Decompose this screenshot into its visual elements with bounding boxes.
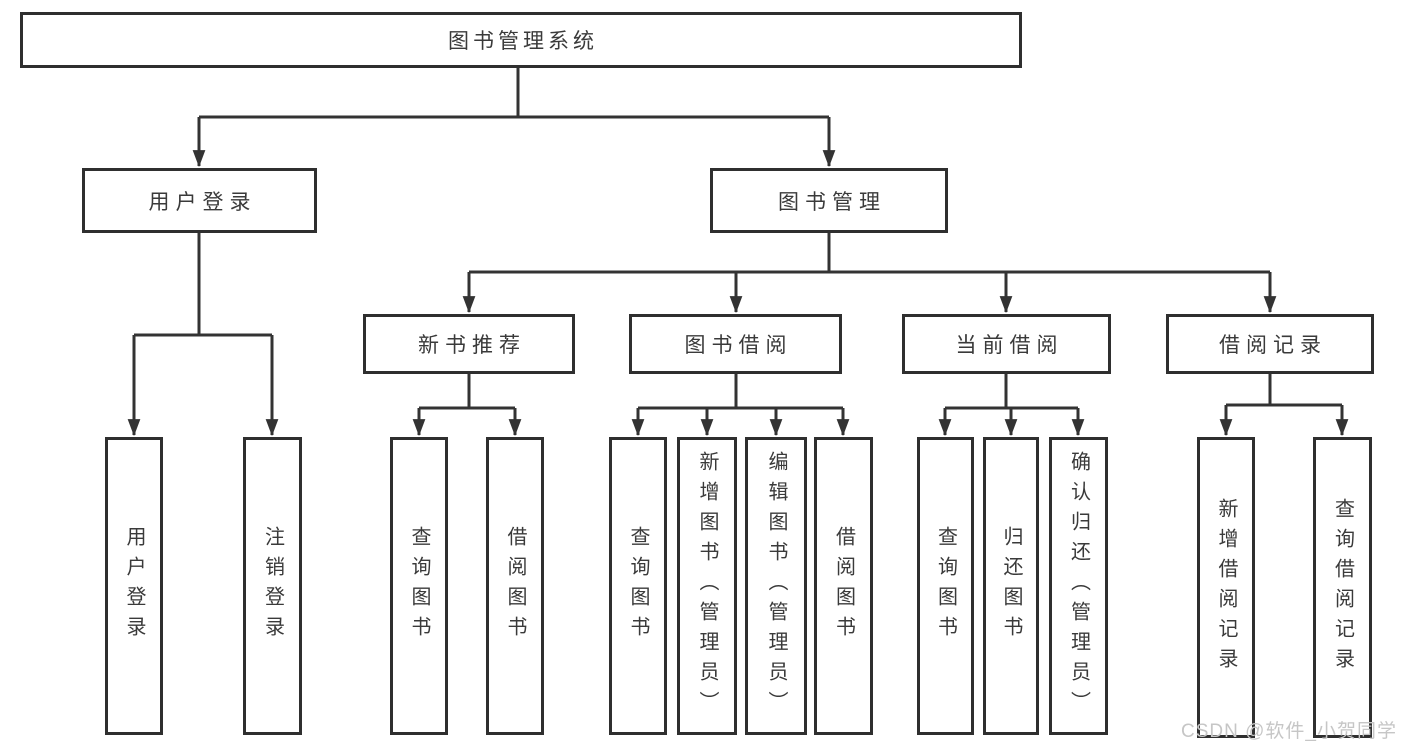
node-bb-query-book-label: 查询图书 <box>627 526 649 646</box>
node-bb-add-book: 新增图书（管理员） <box>677 437 737 735</box>
connector-current-borrow-children <box>938 374 1085 437</box>
node-borrow-record: 借阅记录 <box>1166 314 1374 374</box>
connector-book-management-children <box>462 233 1277 314</box>
node-logout-label: 注销登录 <box>261 526 284 646</box>
node-book-borrow-label: 图书借阅 <box>684 334 793 357</box>
connector-borrow-record-children <box>1219 374 1349 437</box>
csdn-watermark: CSDN @软件_小贺同学 <box>1181 721 1397 742</box>
node-current-borrow-label: 当前借阅 <box>955 334 1064 357</box>
node-login: 用户登录 <box>105 437 163 735</box>
node-borrow-record-label: 借阅记录 <box>1219 334 1327 357</box>
node-cb-return-book: 归还图书 <box>983 437 1039 735</box>
node-bb-edit-book-label: 编辑图书（管理员） <box>765 451 787 721</box>
node-bb-query-book: 查询图书 <box>609 437 667 735</box>
node-cb-confirm-return-label: 确认归还（管理员） <box>1067 451 1090 721</box>
node-nbr-borrow-book: 借阅图书 <box>486 437 544 735</box>
node-book-borrow: 图书借阅 <box>629 314 842 374</box>
node-cb-query-book: 查询图书 <box>917 437 974 735</box>
node-bb-borrow-book: 借阅图书 <box>814 437 873 735</box>
node-current-borrow: 当前借阅 <box>902 314 1111 374</box>
node-cb-confirm-return: 确认归还（管理员） <box>1049 437 1108 735</box>
node-nbr-query-book: 查询图书 <box>390 437 448 735</box>
node-bb-add-book-label: 新增图书（管理员） <box>696 451 718 721</box>
node-login-label: 用户登录 <box>123 526 145 646</box>
node-nbr-query-book-label: 查询图书 <box>408 526 430 646</box>
node-br-query-record: 查询借阅记录 <box>1313 437 1372 738</box>
node-bb-borrow-book-label: 借阅图书 <box>832 526 855 646</box>
node-br-add-record: 新增借阅记录 <box>1197 437 1255 738</box>
connector-book-borrow-children <box>631 374 850 437</box>
node-cb-query-book-label: 查询图书 <box>934 526 957 646</box>
node-nbr-borrow-book-label: 借阅图书 <box>504 526 526 646</box>
node-new-book-recommend-label: 新书推荐 <box>418 334 526 357</box>
node-br-add-record-label: 新增借阅记录 <box>1215 497 1237 678</box>
node-br-query-record-label: 查询借阅记录 <box>1331 497 1354 678</box>
node-root: 图书管理系统 <box>20 12 1022 68</box>
connector-root-to-level2 <box>192 68 836 168</box>
node-bb-edit-book: 编辑图书（管理员） <box>745 437 807 735</box>
node-user-login: 用户登录 <box>82 168 317 233</box>
connector-user-login-children <box>127 233 279 437</box>
connector-new-book-recommend-children <box>412 374 522 437</box>
node-root-label: 图书管理系统 <box>448 30 598 53</box>
node-cb-return-book-label: 归还图书 <box>1000 526 1022 646</box>
node-book-management-label: 图书管理 <box>778 190 886 214</box>
node-user-login-label: 用户登录 <box>148 190 257 214</box>
node-new-book-recommend: 新书推荐 <box>363 314 575 374</box>
node-book-management: 图书管理 <box>710 168 948 233</box>
node-logout: 注销登录 <box>243 437 302 735</box>
